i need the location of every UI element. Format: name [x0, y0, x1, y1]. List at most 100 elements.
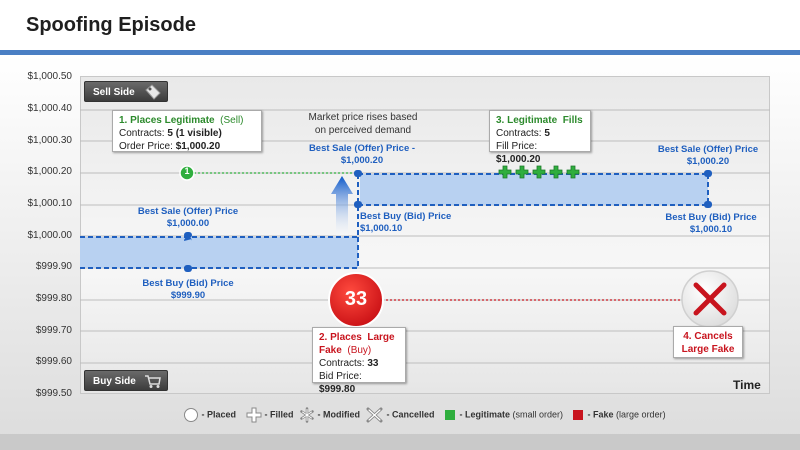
offer-label-left: Best Sale (Offer) Price $1,000.00 — [128, 206, 248, 230]
label-line: $1,000.20 — [686, 156, 730, 167]
plus-fill-icon — [532, 165, 546, 179]
contracts-value: 33 — [367, 358, 379, 369]
y-tick-label: $1,000.30 — [27, 135, 73, 146]
legend-label: - Fake — [587, 409, 614, 420]
y-tick-label: $1,000.50 — [27, 71, 73, 82]
fake-swatch — [573, 409, 583, 420]
bid-marker-right — [704, 201, 712, 208]
shopping-cart-icon — [144, 373, 162, 397]
y-tick-label: $1,000.40 — [27, 103, 73, 114]
bid-marker-mid — [354, 201, 362, 208]
offer-label-mid: Best Sale (Offer) Price - $1,000.20 — [300, 143, 424, 167]
callout-title: 4. Cancels — [683, 331, 733, 342]
contracts-label: Contracts: — [496, 128, 542, 139]
plus-fill-icon — [498, 165, 512, 179]
market-note-line: on perceived demand — [314, 125, 412, 136]
callout-title: 1. Places — [119, 115, 162, 126]
sell-side-badge: Sell Side — [84, 81, 168, 102]
label-line: Best Buy (Bid) Price — [142, 278, 234, 289]
x-cancel-icon — [693, 282, 727, 316]
header: Spoofing Episode — [0, 0, 800, 50]
contracts-value: 5 (1 visible) — [167, 128, 222, 139]
legend-label: - Legitimate — [459, 409, 511, 420]
legend-label: - Placed — [201, 409, 237, 420]
spread-band-right — [360, 174, 708, 205]
page-title: Spoofing Episode — [26, 14, 196, 36]
y-tick-label: $1,000.20 — [27, 166, 73, 177]
price-label: Bid Price: — [319, 371, 362, 382]
fill-markers — [498, 165, 580, 179]
fake-contracts-number: 33 — [344, 288, 368, 310]
callout-title: Large — [367, 332, 395, 343]
callout-title: Large Fake — [681, 344, 735, 355]
buy-side-label: Buy Side — [93, 376, 136, 387]
price-value: $1,000.20 — [496, 154, 541, 165]
plus-fill-icon — [246, 407, 262, 423]
y-tick-label: $999.50 — [35, 388, 72, 399]
legend-label: - Cancelled — [386, 409, 435, 420]
y-tick-label: $999.60 — [35, 356, 72, 367]
bottom-strip — [0, 434, 800, 450]
up-arrow-icon — [331, 176, 353, 236]
label-line: Best Buy (Bid) Price — [665, 212, 757, 223]
bid-label-mid: Best Buy (Bid) Price $1,000.10 — [360, 211, 460, 235]
spread-band-left — [80, 237, 358, 268]
label-line: $1,000.10 — [689, 224, 733, 235]
callout-title: 3. Legitimate — [496, 115, 558, 126]
price-lines — [80, 173, 709, 269]
legend-modified: - Modified — [299, 405, 360, 424]
buy-side-badge: Buy Side — [84, 370, 168, 391]
legend-filled: - Filled — [246, 405, 294, 424]
legend-label: - Filled — [264, 409, 294, 420]
legend-fake: - Fake (large order) — [571, 405, 666, 424]
bid-marker-left — [184, 265, 192, 272]
time-axis-label: Time — [733, 378, 761, 392]
y-tick-label: $999.90 — [35, 261, 72, 272]
label-line: Best Sale (Offer) Price — [137, 206, 239, 217]
x-cancelled-icon — [366, 407, 383, 423]
order-placed-marker — [179, 165, 195, 181]
circle-placed-icon — [184, 407, 198, 422]
label-line: Best Sale (Offer) Price - — [308, 143, 416, 154]
legend-note: (large order) — [616, 409, 666, 420]
plus-fill-icon — [515, 165, 529, 179]
label-line: Best Sale (Offer) Price — [657, 144, 759, 155]
legend: - Placed - Filled - Modified - Cancelled… — [0, 405, 800, 423]
label-line: $999.90 — [170, 290, 206, 301]
callout-title: Fills — [562, 115, 583, 126]
market-note: Market price rises based on perceived de… — [298, 111, 428, 137]
price-markers — [184, 170, 712, 272]
label-line: Best Buy (Bid) Price — [360, 211, 452, 222]
legend-legitimate: - Legitimate (small order) — [443, 405, 563, 424]
asterisk-modified-icon — [300, 406, 314, 423]
legend-label: - Modified — [317, 409, 361, 420]
callout-side: (Buy) — [347, 345, 372, 356]
callout-cancel: 4. Cancels Large Fake — [673, 326, 743, 358]
bid-label-left: Best Buy (Bid) Price $999.90 — [128, 278, 248, 302]
title-rule — [0, 50, 800, 55]
offer-label-right: Best Sale (Offer) Price $1,000.20 — [650, 144, 766, 168]
callout-title: Legitimate — [164, 115, 215, 126]
callout-legit-order: 1. Places Legitimate (Sell) Contracts: 5… — [112, 110, 262, 152]
offer-marker-left — [184, 232, 192, 238]
price-label: Fill Price: — [496, 141, 538, 152]
contracts-label: Contracts: — [319, 358, 365, 369]
price-value: $999.80 — [319, 384, 356, 395]
bid-label-right: Best Buy (Bid) Price $1,000.10 — [656, 212, 766, 236]
order-number: 1 — [184, 166, 190, 176]
contracts-label: Contracts: — [119, 128, 165, 139]
callout-title: Fake — [319, 345, 342, 356]
callout-legit-fills: 3. Legitimate Fills Contracts: 5 Fill Pr… — [489, 110, 591, 165]
callout-title: 2. Places — [319, 332, 362, 343]
legend-note: (small order) — [512, 409, 564, 420]
label-line: $1,000.10 — [360, 223, 403, 234]
label-line: $1,000.20 — [340, 155, 384, 166]
market-note-line: Market price rises based — [308, 112, 418, 123]
price-label: Order Price: — [119, 141, 173, 152]
y-tick-label: $999.80 — [35, 293, 72, 304]
label-line: $1,000.00 — [166, 218, 210, 229]
offer-marker-left — [184, 237, 192, 241]
plus-fill-icon — [566, 165, 580, 179]
sell-side-label: Sell Side — [93, 87, 135, 98]
